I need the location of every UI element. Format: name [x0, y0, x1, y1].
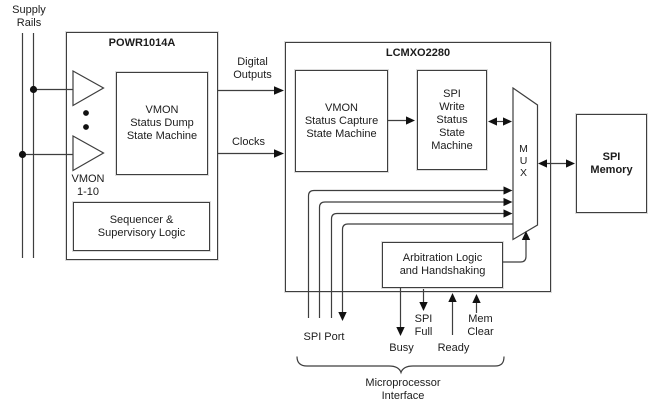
arrowhead-digital-outputs — [274, 86, 284, 95]
mux-label: M U X — [513, 142, 534, 180]
arrowhead-mux-memory-right — [566, 159, 575, 168]
digital-outputs-text: Digital Outputs — [233, 56, 272, 81]
supply-rails-label: Supply Rails — [3, 4, 55, 30]
spi-port-text: SPI Port — [303, 331, 345, 343]
arbitration-logic-label: Arbitration Logic and Handshaking — [382, 242, 503, 288]
mem-clear-label: Mem Clear — [462, 313, 499, 339]
vmon-status-dump-label: VMON Status Dump State Machine — [116, 72, 208, 175]
clocks-text: Clocks — [231, 136, 265, 148]
spi-port-label: SPI Port — [298, 331, 350, 344]
rail-junction-dot-bottom — [18, 150, 27, 159]
vmon-status-capture-label: VMON Status Capture State Machine — [295, 70, 388, 172]
arbitration-logic-text: Arbitration Logic and Handshaking — [399, 252, 486, 277]
ready-text: Ready — [437, 342, 470, 354]
arrowhead-spi-bus-4-down — [338, 312, 347, 321]
spi-write-status-label: SPI Write Status State Machine — [417, 70, 487, 170]
sequencer-supervisory-label: Sequencer & Supervisory Logic — [73, 202, 210, 251]
busy-label: Busy — [383, 342, 420, 355]
arrowhead-clocks — [274, 149, 284, 158]
vmon-status-capture-text: VMON Status Capture State Machine — [304, 101, 379, 140]
microprocessor-brace — [296, 356, 505, 375]
spi-memory-text: SPI Memory — [590, 150, 633, 176]
mem-clear-text: Mem Clear — [467, 313, 494, 338]
clocks-label: Clocks — [226, 136, 271, 149]
sequencer-supervisory-block — [73, 202, 210, 251]
lcmxo2280-title: LCMXO2280 — [285, 46, 551, 60]
supply-rails-text: Supply Rails — [12, 4, 46, 29]
spi-memory-label: SPI Memory — [576, 114, 647, 213]
mux-text: M U X — [519, 143, 528, 179]
microprocessor-interface-label: Microprocessor Interface — [340, 377, 466, 403]
spi-memory-block — [576, 114, 647, 213]
spi-full-text: SPI Full — [414, 313, 433, 338]
spi-write-status-text: SPI Write Status State Machine — [431, 87, 473, 152]
busy-text: Busy — [389, 342, 414, 354]
spi-full-label: SPI Full — [407, 313, 440, 339]
arrowhead-spi-full-down — [419, 302, 428, 311]
vmon-status-dump-text: VMON Status Dump State Machine — [126, 104, 198, 142]
arrowhead-ready-up — [448, 293, 457, 302]
rail-junction-dot-top — [29, 85, 38, 94]
powr1014a-title-text: POWR1014A — [108, 36, 176, 49]
microprocessor-interface-text: Microprocessor Interface — [365, 377, 441, 402]
vmon-status-capture-block — [295, 70, 388, 172]
lcmxo2280-title-text: LCMXO2280 — [385, 46, 451, 59]
vmon-range-text: VMON 1-10 — [71, 173, 105, 198]
arrowhead-busy-down — [396, 327, 405, 336]
powr1014a-title: POWR1014A — [66, 36, 218, 50]
ready-label: Ready — [435, 342, 472, 355]
spi-write-status-block — [417, 70, 487, 170]
vmon-status-dump-block — [116, 72, 208, 175]
arrowhead-mem-clear-up — [472, 294, 481, 303]
digital-outputs-label: Digital Outputs — [226, 56, 279, 82]
vmon-range-label: VMON 1-10 — [70, 173, 106, 199]
sequencer-supervisory-text: Sequencer & Supervisory Logic — [97, 213, 186, 239]
